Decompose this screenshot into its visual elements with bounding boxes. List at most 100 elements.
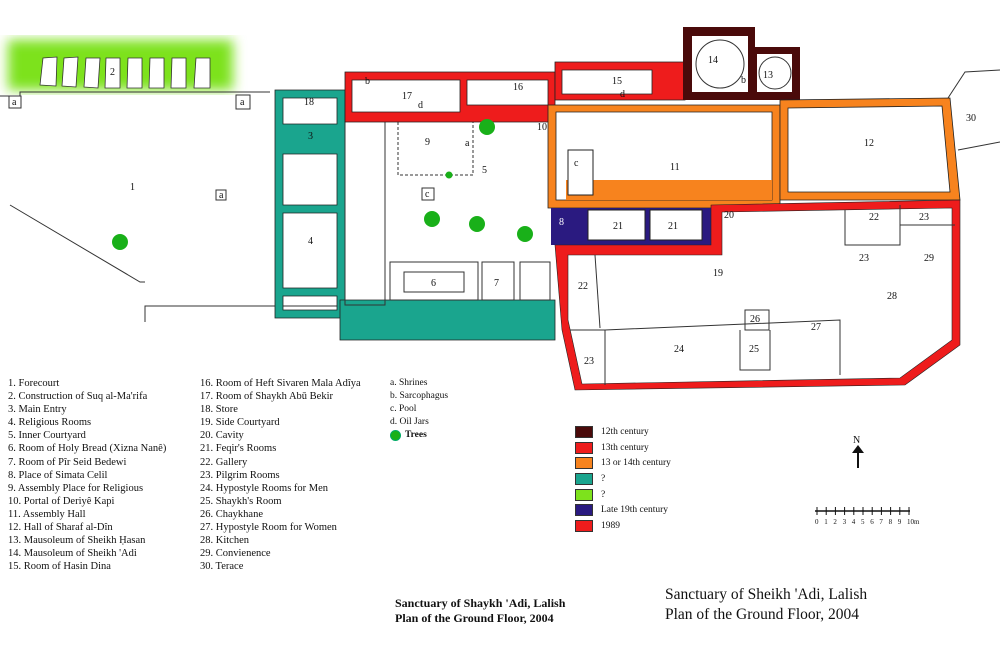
legend-item: 13th century bbox=[575, 440, 671, 456]
room-list-item: 13. Mausoleum of Sheikh Ḥasan bbox=[8, 535, 146, 547]
label-17: 17 bbox=[402, 91, 412, 102]
scale-tick-label: 10m bbox=[907, 518, 920, 526]
feature-trees: Trees bbox=[390, 429, 448, 442]
feature-oil-jars: d. Oil Jars bbox=[390, 417, 429, 428]
mausoleum-12th-century bbox=[683, 27, 800, 100]
legend-label: 12th century bbox=[601, 426, 649, 437]
navy-rooms bbox=[551, 208, 711, 245]
feature-pool: c. Pool bbox=[390, 404, 417, 415]
label-14: 14 bbox=[708, 55, 718, 66]
room-list-item: 16. Room of Heft Sivaren Mala Adîya bbox=[200, 378, 361, 389]
room-list-item: 18. Store bbox=[200, 404, 238, 416]
legend-item: 1989 bbox=[575, 518, 671, 534]
title-line-2: Plan of the Ground Floor, 2004 bbox=[395, 611, 554, 625]
label-23b: 23 bbox=[859, 253, 869, 264]
room-list-item: 25. Shaykh's Room bbox=[200, 495, 282, 507]
room-list-item: 24. Hypostyle Rooms for Men bbox=[200, 482, 329, 494]
room-list-item: 20. Cavity bbox=[200, 430, 244, 442]
trees bbox=[112, 119, 533, 250]
label-30: 30 bbox=[966, 113, 976, 124]
plan-title-bold: Sanctuary of Shaykh 'Adi, Lalish Plan of… bbox=[395, 596, 565, 626]
room-list-item: 28. Kitchen bbox=[200, 535, 249, 547]
label-9: 9 bbox=[425, 137, 430, 148]
label-28: 28 bbox=[887, 291, 897, 302]
room-list-item: 1. Forecourt bbox=[8, 378, 60, 389]
teal-structures bbox=[274, 89, 556, 341]
scale-tick-label: 6 bbox=[870, 518, 874, 526]
title-line-2: Plan of the Ground Floor, 2004 bbox=[665, 606, 859, 623]
label-shrine: a bbox=[219, 190, 224, 201]
period-legend: 12th century 13th century 13 or 14th centu… bbox=[575, 424, 671, 534]
room-list-item: 5. Inner Courtyard bbox=[8, 430, 86, 442]
legend-item: 12th century bbox=[575, 424, 671, 440]
scale-tick-label: 7 bbox=[879, 518, 883, 526]
orange-halls bbox=[547, 69, 1000, 209]
title-line-1: Sanctuary of Shaykh 'Adi, Lalish bbox=[395, 596, 566, 610]
label-13: 13 bbox=[763, 70, 773, 81]
room-list-item: 2. Construction of Suq al-Ma'rifa bbox=[8, 391, 148, 403]
label-10: 10 bbox=[537, 122, 547, 133]
legend-item: 13 or 14th century bbox=[575, 455, 671, 471]
label-8: 8 bbox=[559, 217, 564, 228]
label-pool: c bbox=[425, 189, 430, 200]
label-24: 24 bbox=[674, 344, 684, 355]
scale-tick-label: 3 bbox=[843, 518, 847, 526]
north-arrow: N bbox=[852, 435, 864, 468]
tree-icon bbox=[390, 429, 401, 441]
room-list-item: 29. Convienence bbox=[200, 548, 271, 560]
room-list-item: 3. Main Entry bbox=[8, 404, 67, 416]
label-2: 2 bbox=[110, 67, 115, 78]
label-oil-jars: d bbox=[418, 100, 423, 111]
room-list-item: 27. Hypostyle Room for Women bbox=[200, 522, 337, 534]
legend-swatch bbox=[575, 457, 593, 470]
label-1: 1 bbox=[130, 182, 135, 193]
label-sarcophagus: b bbox=[365, 76, 370, 87]
legend-item: ? bbox=[575, 487, 671, 503]
label-4: 4 bbox=[308, 236, 313, 247]
label-shrine: a bbox=[12, 97, 17, 108]
plan-title: Sanctuary of Sheikh 'Adi, Lalish Plan of… bbox=[665, 585, 867, 625]
room-list-item: 9. Assembly Place for Religious bbox=[8, 482, 144, 494]
label-21b: 21 bbox=[668, 221, 678, 232]
label-22b: 22 bbox=[869, 212, 879, 223]
label-pool: c bbox=[574, 158, 579, 169]
label-shrine: a bbox=[465, 138, 470, 149]
feature-sarcophagus: b. Sarcophagus bbox=[390, 391, 449, 402]
label-27: 27 bbox=[811, 322, 821, 333]
legend-swatch bbox=[575, 488, 593, 501]
north-label: N bbox=[853, 435, 860, 446]
legend-label: ? bbox=[601, 489, 606, 500]
legend-swatch bbox=[575, 504, 593, 517]
legend-label: Late 19th century bbox=[601, 505, 669, 516]
feature-list: a. Shrines b. Sarcophagus c. Pool d. Oil… bbox=[390, 377, 448, 442]
trees-label: Trees bbox=[405, 430, 427, 441]
room-list-item: 19. Side Courtyard bbox=[200, 417, 280, 429]
label-26: 26 bbox=[750, 314, 760, 325]
room-list-item: 21. Feqir's Rooms bbox=[200, 443, 277, 455]
label-23a: 23 bbox=[584, 356, 594, 367]
room-list-item: 30. Terace bbox=[200, 561, 244, 573]
label-12: 12 bbox=[864, 138, 874, 149]
scale-tick-label: 8 bbox=[889, 518, 893, 526]
label-18: 18 bbox=[304, 97, 314, 108]
label-3: 3 bbox=[308, 131, 313, 142]
room-list-item: 4. Religious Rooms bbox=[8, 417, 92, 429]
label-11: 11 bbox=[670, 162, 680, 173]
label-29: 29 bbox=[924, 253, 934, 264]
room-list-item: 8. Place of Simata Celil bbox=[8, 469, 108, 481]
label-20: 20 bbox=[724, 210, 734, 221]
label-oil-jars: d bbox=[620, 89, 625, 100]
label-shrine: a bbox=[240, 97, 245, 108]
room-list-item: 22. Gallery bbox=[200, 456, 248, 468]
feature-shrines: a. Shrines bbox=[390, 378, 428, 388]
scale-tick-label: 1 bbox=[824, 518, 828, 526]
room-list-item: 15. Room of Hasin Dina bbox=[8, 561, 111, 573]
room-list-item: 6. Room of Holy Bread (Xizna Nanê) bbox=[8, 443, 167, 455]
legend-swatch bbox=[575, 425, 593, 438]
legend-label: 13 or 14th century bbox=[601, 458, 671, 469]
legend-item: Late 19th century bbox=[575, 502, 671, 518]
